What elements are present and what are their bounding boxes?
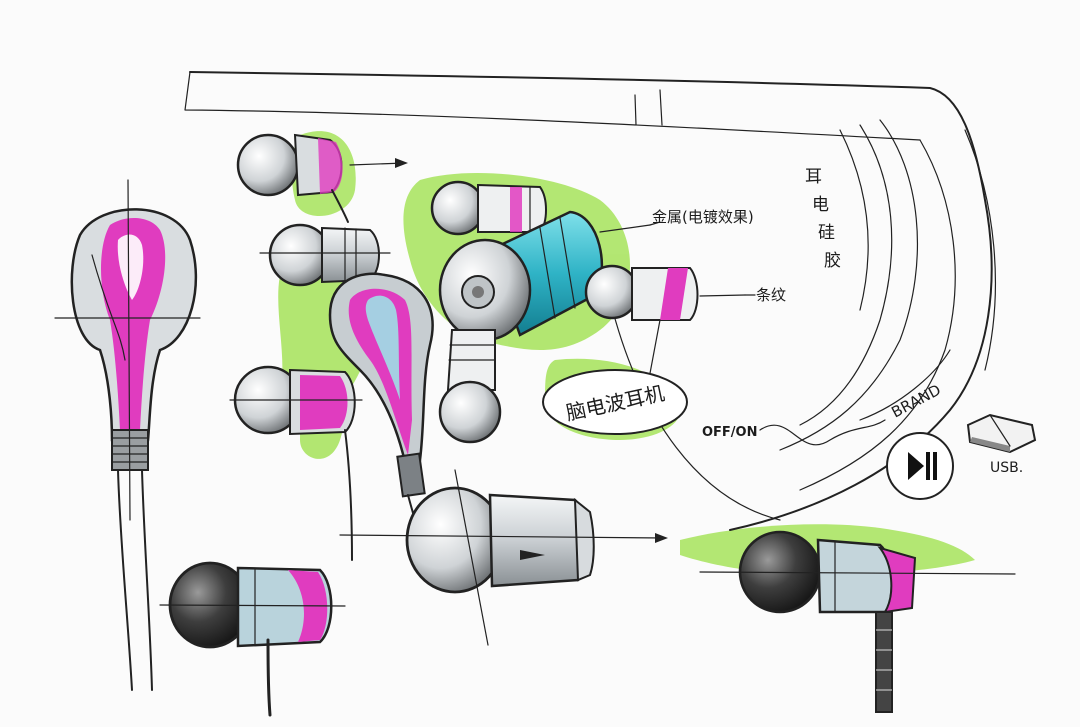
earphone-large-horizontal xyxy=(339,469,668,646)
earphone-teardrop xyxy=(328,272,434,531)
earphone-small-top xyxy=(430,180,547,236)
earphone-front-view xyxy=(54,179,201,691)
band-char-1: 耳 xyxy=(805,167,822,187)
earphone-side-middle xyxy=(259,223,391,287)
earphone-vertical-center xyxy=(438,329,502,444)
usb-plug-icon xyxy=(966,413,1037,454)
earphone-side-top xyxy=(236,133,408,223)
band-char-4: 胶 xyxy=(824,251,841,271)
switch-label: OFF/ON xyxy=(702,425,758,440)
headset-note-bubble xyxy=(542,369,688,435)
earphone-side-lower xyxy=(229,365,363,561)
earphone-small-right xyxy=(584,264,746,321)
band-char-2: 电 xyxy=(812,195,829,215)
metal-note: 金属(电镀效果) xyxy=(652,208,754,226)
usb-label: USB. xyxy=(990,460,1023,476)
earphone-dark-bottom xyxy=(159,561,346,717)
band-char-3: 硅 xyxy=(818,223,835,243)
part-note: 条纹 xyxy=(756,286,786,304)
earphone-bottom-right xyxy=(699,530,1016,713)
play-pause-icon xyxy=(886,432,954,500)
band-vertical-label: 耳 电 硅 胶 xyxy=(805,167,841,271)
